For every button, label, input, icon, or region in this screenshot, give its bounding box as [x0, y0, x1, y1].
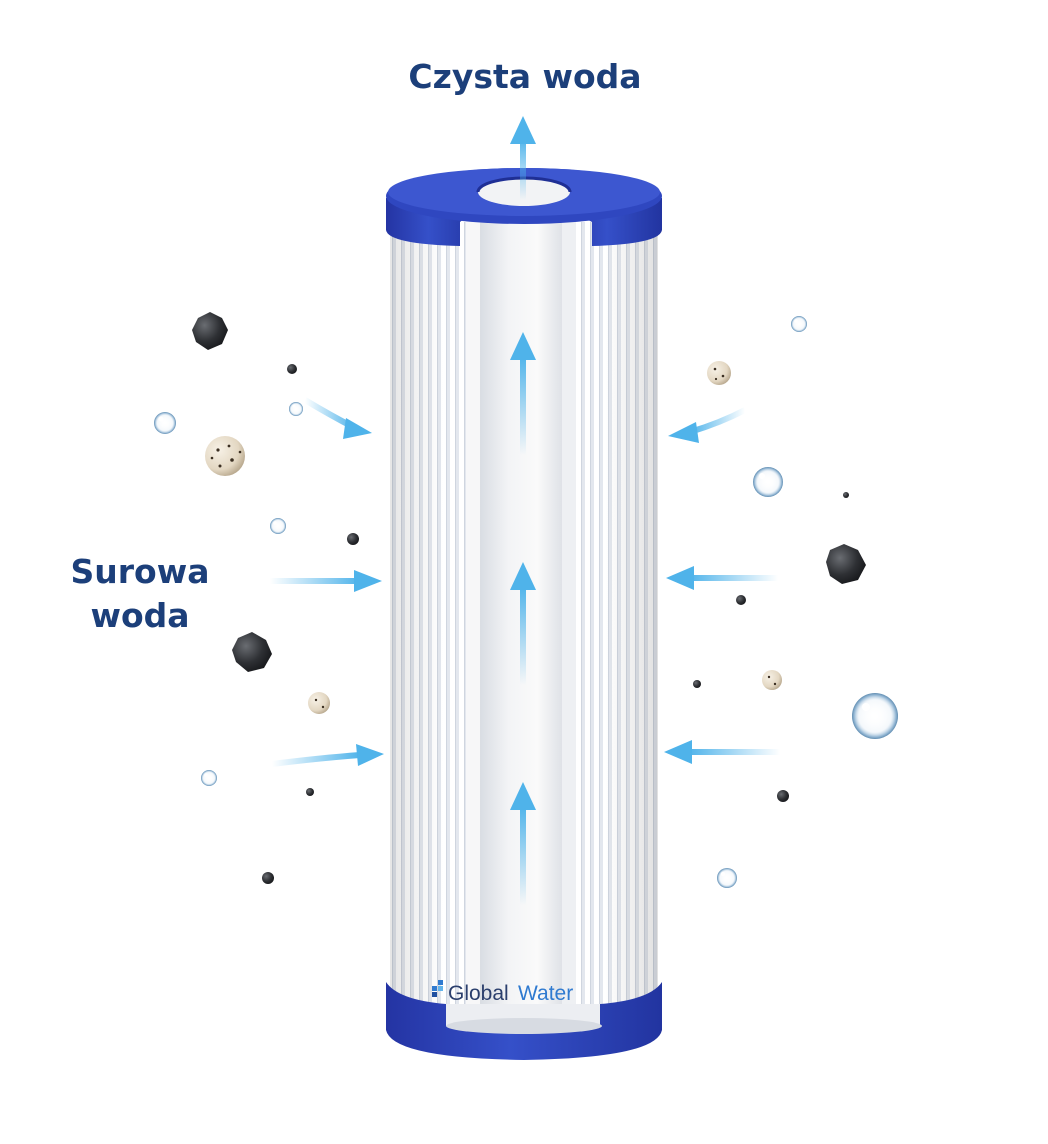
arrow-icon [510, 782, 536, 905]
core-edge-right [562, 215, 576, 1025]
raw-water-label: Surowa woda [50, 550, 230, 638]
arrow-icon [271, 744, 384, 767]
raw-water-label-line1: Surowa [70, 552, 210, 591]
bubble-icon [753, 467, 783, 497]
contaminant-particles [154, 312, 898, 888]
sand-particle-icon [205, 436, 245, 476]
arrow-icon [510, 116, 536, 200]
bubble-icon [154, 412, 176, 434]
brand-name-part2: Water [518, 982, 573, 1005]
raw-water-label-line2: woda [90, 596, 190, 635]
sand-particle-icon [308, 692, 330, 714]
sand-particle-icon [707, 361, 731, 385]
flow-arrows [270, 116, 780, 905]
bubble-icon [717, 868, 737, 888]
dark-particle-icon [287, 364, 297, 374]
dark-particle-icon [192, 312, 228, 350]
bubble-icon [270, 518, 286, 534]
bubble-icon [852, 693, 898, 739]
droplet-squares-icon [432, 980, 443, 997]
bubble-icon [201, 770, 217, 786]
dark-particle-icon [693, 680, 701, 688]
arrow-icon [510, 332, 536, 455]
arrow-icon [664, 740, 780, 764]
dark-particle-icon [232, 632, 272, 672]
dark-particle-icon [306, 788, 314, 796]
bottom-cap [386, 982, 662, 1060]
dark-particle-icon [777, 790, 789, 802]
dark-particle-icon [826, 544, 866, 584]
arrow-icon [668, 407, 747, 443]
dark-particle-icon [843, 492, 849, 498]
dark-particle-icon [736, 595, 746, 605]
dark-particle-icon [262, 872, 274, 884]
core-edge-left [466, 215, 480, 1025]
bubble-icon [289, 402, 303, 416]
bubble-icon [791, 316, 807, 332]
arrow-icon [270, 570, 382, 592]
dark-particle-icon [347, 533, 359, 545]
brand-logo: Global Water [432, 980, 573, 1005]
arrow-icon [510, 562, 536, 685]
arrow-icon [303, 397, 372, 439]
brand-name-part1: Global [448, 982, 509, 1005]
arrow-icon [666, 566, 778, 590]
sand-particle-icon [762, 670, 782, 690]
clean-water-label: Czysta woda [408, 57, 642, 96]
